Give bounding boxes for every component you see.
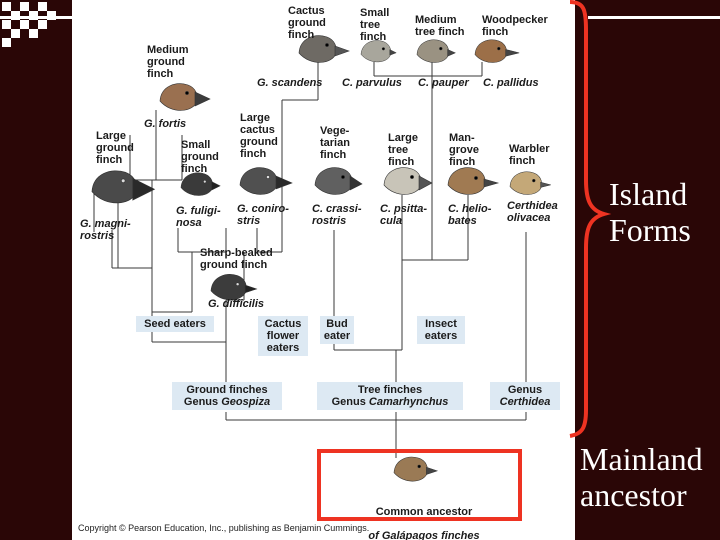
label-small-tree-finch: Small tree finch xyxy=(360,7,390,43)
sci-certhidea-olivacea: Certhidea olivacea xyxy=(507,200,558,224)
genus-camarhynchus-box: Tree finches Genus Camarhynchus xyxy=(317,382,463,410)
top-left-rule xyxy=(0,16,72,19)
ancestor-label: Common ancestor of Galápagos finches xyxy=(344,494,504,540)
sci-c-psittacula: C. psitta- cula xyxy=(380,203,428,227)
genus-certhidea-line1: Genus xyxy=(507,384,543,396)
sci-g-magnirostris: G. magni- rostris xyxy=(80,218,131,242)
tree-branch xyxy=(112,267,193,313)
label-medium-ground-finch: Medium ground finch xyxy=(147,44,189,80)
diet-insect-eaters: Insect eaters xyxy=(417,316,465,344)
sci-g-fuliginosa: G. fuligi- nosa xyxy=(176,205,221,229)
annotation-graphics xyxy=(569,0,612,438)
ancestor-line1: Common ancestor xyxy=(375,506,473,518)
ancestor-line2: of Galápagos finches xyxy=(368,530,480,540)
tree-branch xyxy=(333,230,403,382)
finch-cactus-ground xyxy=(298,35,350,63)
label-woodpecker-finch: Woodpecker finch xyxy=(482,14,548,38)
label-medium-tree-finch: Medium tree finch xyxy=(415,14,465,38)
sci-g-fortis: G. fortis xyxy=(144,118,187,130)
tree-branch xyxy=(401,76,469,261)
label-cactus-ground-finch: Cactus ground finch xyxy=(288,5,326,41)
tree-branch xyxy=(93,189,119,268)
tree-branch xyxy=(225,412,527,458)
genus-camarhynchus-line1: Tree finches xyxy=(357,384,423,396)
label-small-ground-finch: Small ground finch xyxy=(181,139,219,175)
finch-small-tree xyxy=(360,40,397,63)
sci-g-scandens: G. scandens xyxy=(257,77,323,89)
genus-certhidea-line2: Certhidea xyxy=(499,396,551,408)
tree-branch xyxy=(226,60,319,301)
genus-certhidea-box: Genus Certhidea xyxy=(490,382,560,410)
diet-seed-eaters: Seed eaters xyxy=(136,316,214,332)
finch-large-cactus-ground xyxy=(239,167,293,195)
finch-warbler xyxy=(509,171,551,195)
genus-geospiza-line2: Genus Geospiza xyxy=(183,396,271,408)
finch-small-ground xyxy=(180,172,221,196)
sci-c-heliobates: C. helio- bates xyxy=(448,203,492,227)
genus-camarhynchus-line2: Genus Camarhynchus xyxy=(331,396,449,408)
label-warbler-finch: Warbler finch xyxy=(509,143,550,167)
tree-branch xyxy=(151,300,227,382)
sci-g-conirostris: G. coniro- stris xyxy=(237,203,289,227)
label-large-tree-finch: Large tree finch xyxy=(388,132,418,168)
phylogeny-tree xyxy=(91,35,551,482)
diet-cactus-flower-eaters: Cactus flower eaters xyxy=(258,316,308,356)
mainland-ancestor-label: Mainland ancestor xyxy=(580,441,703,513)
sci-c-parvulus: C. parvulus xyxy=(342,77,402,89)
label-large-ground-finch: Large ground finch xyxy=(96,130,134,166)
finch-phylogeny-figure: Cactus ground finch Small tree finch Med… xyxy=(72,0,575,540)
sci-c-pallidus: C. pallidus xyxy=(483,77,539,89)
top-right-rule xyxy=(588,16,720,19)
label-large-cactus-ground-finch: Large cactus ground finch xyxy=(240,112,278,160)
sci-c-pauper: C. pauper xyxy=(418,77,469,89)
finch-sharp-beaked-ground xyxy=(210,273,258,301)
tree-branch xyxy=(373,62,483,77)
finch-woodpecker xyxy=(474,39,520,63)
ancestor-highlight-frame xyxy=(317,449,522,521)
genus-geospiza-line1: Ground finches xyxy=(186,384,268,396)
island-forms-label: Island Forms xyxy=(609,176,691,248)
tree-branch xyxy=(129,110,183,268)
finch-medium-tree xyxy=(416,39,456,63)
diet-bud-eater: Bud eater xyxy=(320,316,354,344)
sci-c-crassirostris: C. crassi- rostris xyxy=(312,203,362,227)
finch-vegetarian xyxy=(314,167,363,195)
finch-large-tree xyxy=(383,167,433,195)
label-mangrove-finch: Man- grove finch xyxy=(449,132,479,168)
copyright-notice: Copyright © Pearson Education, Inc., pub… xyxy=(78,523,370,533)
tree-branch xyxy=(111,228,227,268)
finch-common-ancestor xyxy=(393,456,439,482)
island-forms-brace xyxy=(569,0,612,438)
finch-medium-ground xyxy=(159,83,211,111)
label-sharp-beaked-ground-finch: Sharp-beaked ground finch xyxy=(200,247,273,271)
finch-large-ground xyxy=(91,170,156,204)
finch-mangrove xyxy=(447,167,500,195)
label-vegetarian-finch: Vege- tarian finch xyxy=(320,125,350,161)
sci-g-difficilis: G. difficilis xyxy=(208,298,265,310)
genus-geospiza-box: Ground finches Genus Geospiza xyxy=(172,382,282,410)
